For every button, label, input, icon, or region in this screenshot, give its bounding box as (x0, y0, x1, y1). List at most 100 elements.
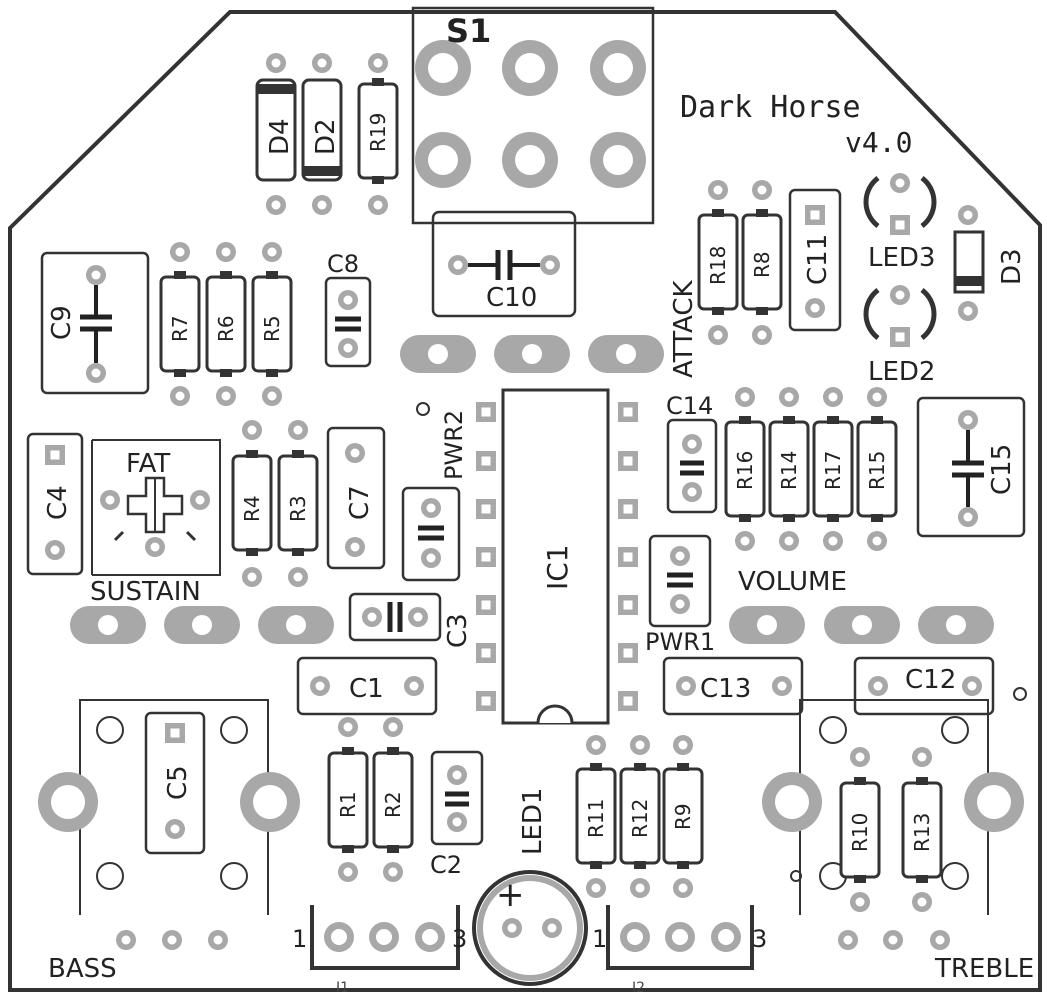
capacitor-c9: C9 (40, 251, 150, 395)
r15-label: R15 (865, 451, 889, 490)
capacitor-c10: C10 (431, 210, 577, 318)
resistor-r14: R14 (768, 387, 810, 551)
c13-label: C13 (700, 674, 751, 704)
d3-label: D3 (997, 248, 1027, 285)
r3-label: R3 (286, 495, 310, 522)
resistor-r7: R7 (159, 242, 201, 406)
mount-hole-right (1013, 687, 1027, 701)
j2-pin1: 1 (592, 925, 607, 953)
led3: LED3 (863, 173, 937, 273)
r13-label: R13 (910, 813, 934, 852)
j1-pin1: 1 (292, 925, 307, 953)
capacitor-c13: C13 (662, 656, 804, 716)
resistor-r1: R1 (327, 717, 369, 882)
sustain-label: SUSTAIN (90, 577, 201, 607)
bass-pot: BASS (38, 699, 300, 984)
c10-label: C10 (486, 283, 537, 313)
resistor-r3: R3 (277, 420, 319, 587)
c3-label: C3 (443, 613, 473, 648)
capacitor-c12: C12 (853, 656, 995, 716)
treble-pot: TREBLE (762, 699, 1034, 984)
c9-label: C9 (47, 305, 77, 340)
led1-plus: + (496, 875, 525, 915)
c4-label: C4 (43, 485, 73, 520)
board-outline (8, 10, 1042, 992)
c8-label: C8 (327, 250, 359, 278)
ic1-label: IC1 (541, 544, 574, 590)
r12-label: R12 (628, 799, 652, 838)
r17-label: R17 (821, 451, 845, 490)
capacitor-c1: C1 (296, 656, 438, 716)
resistor-r6: R6 (205, 242, 247, 406)
resistor-r11: R11 (575, 735, 617, 898)
j1-pin3: 3 (452, 925, 467, 953)
capacitor-c5: C5 (144, 711, 206, 855)
r9-label: R9 (671, 803, 695, 830)
attack-pot-pads (400, 335, 664, 373)
pin1-marker (416, 402, 430, 416)
r8-label: R8 (750, 251, 774, 278)
diode-d2: D2 (301, 53, 343, 215)
treble-label: TREBLE (934, 954, 1034, 984)
volume-pot-pads (729, 606, 994, 644)
r19-label: R19 (366, 113, 390, 152)
r7-label: R7 (168, 315, 192, 342)
resistor-r4: R4 (231, 420, 273, 587)
capacitor-c2: C2 (430, 750, 484, 879)
capacitor-c15: C15 (916, 396, 1026, 538)
r10-label: R10 (848, 813, 872, 852)
resistor-r2: R2 (372, 717, 414, 882)
board-version: v4.0 (845, 126, 912, 159)
r11-label: R11 (584, 799, 608, 838)
diode-d3: D3 (953, 205, 1027, 321)
led2: LED2 (863, 285, 937, 387)
r18-label: R18 (706, 246, 730, 285)
sustain-pot-pads (70, 606, 334, 644)
ic1: IC1 (476, 388, 638, 725)
c14-label: C14 (666, 392, 713, 420)
c2-label: C2 (430, 851, 462, 879)
led2-label: LED2 (868, 357, 935, 387)
d2-label: D2 (311, 118, 341, 155)
c12-label: C12 (905, 665, 956, 695)
r2-label: R2 (381, 791, 405, 818)
capacitor-c3: C3 (348, 592, 473, 648)
resistor-r8: R8 (741, 180, 783, 345)
resistor-r5: R5 (251, 242, 293, 406)
capacitor-pwr2 (401, 486, 461, 582)
switch-label: S1 (446, 12, 491, 50)
switch-s1: S1 (411, 6, 655, 225)
capacitor-pwr1 (648, 534, 712, 628)
capacitor-c8: C8 (324, 250, 372, 368)
pwr2-label: PWR2 (440, 410, 468, 480)
resistor-r18: R18 (697, 180, 739, 345)
resistor-r10: R10 (839, 747, 881, 912)
fat-label: FAT (126, 449, 170, 479)
led3-label: LED3 (868, 243, 935, 273)
r4-label: R4 (240, 495, 264, 522)
resistor-r19: R19 (357, 53, 399, 215)
bass-label: BASS (48, 954, 117, 984)
capacitor-c7: C7 (326, 426, 386, 570)
j2-label: J2 (631, 980, 645, 992)
r14-label: R14 (777, 451, 801, 490)
volume-label: VOLUME (738, 567, 847, 597)
resistor-r9: R9 (662, 735, 704, 898)
c15-label: C15 (987, 444, 1017, 495)
c11-label: C11 (803, 234, 833, 285)
c7-label: C7 (345, 485, 375, 520)
resistor-r16: R16 (724, 387, 766, 551)
attack-label: ATTACK (669, 279, 699, 378)
c5-label: C5 (163, 765, 193, 800)
r5-label: R5 (260, 315, 284, 342)
jack-j2: 1 3 J2 (592, 905, 767, 992)
pwr1-label: PWR1 (645, 628, 715, 656)
r1-label: R1 (336, 791, 360, 818)
diode-d4: D4 (255, 53, 297, 215)
capacitor-c4: C4 (26, 432, 84, 576)
r16-label: R16 (733, 451, 757, 490)
r6-label: R6 (214, 315, 238, 342)
led1-label: LED1 (518, 788, 548, 855)
j2-pin3: 3 (752, 925, 767, 953)
